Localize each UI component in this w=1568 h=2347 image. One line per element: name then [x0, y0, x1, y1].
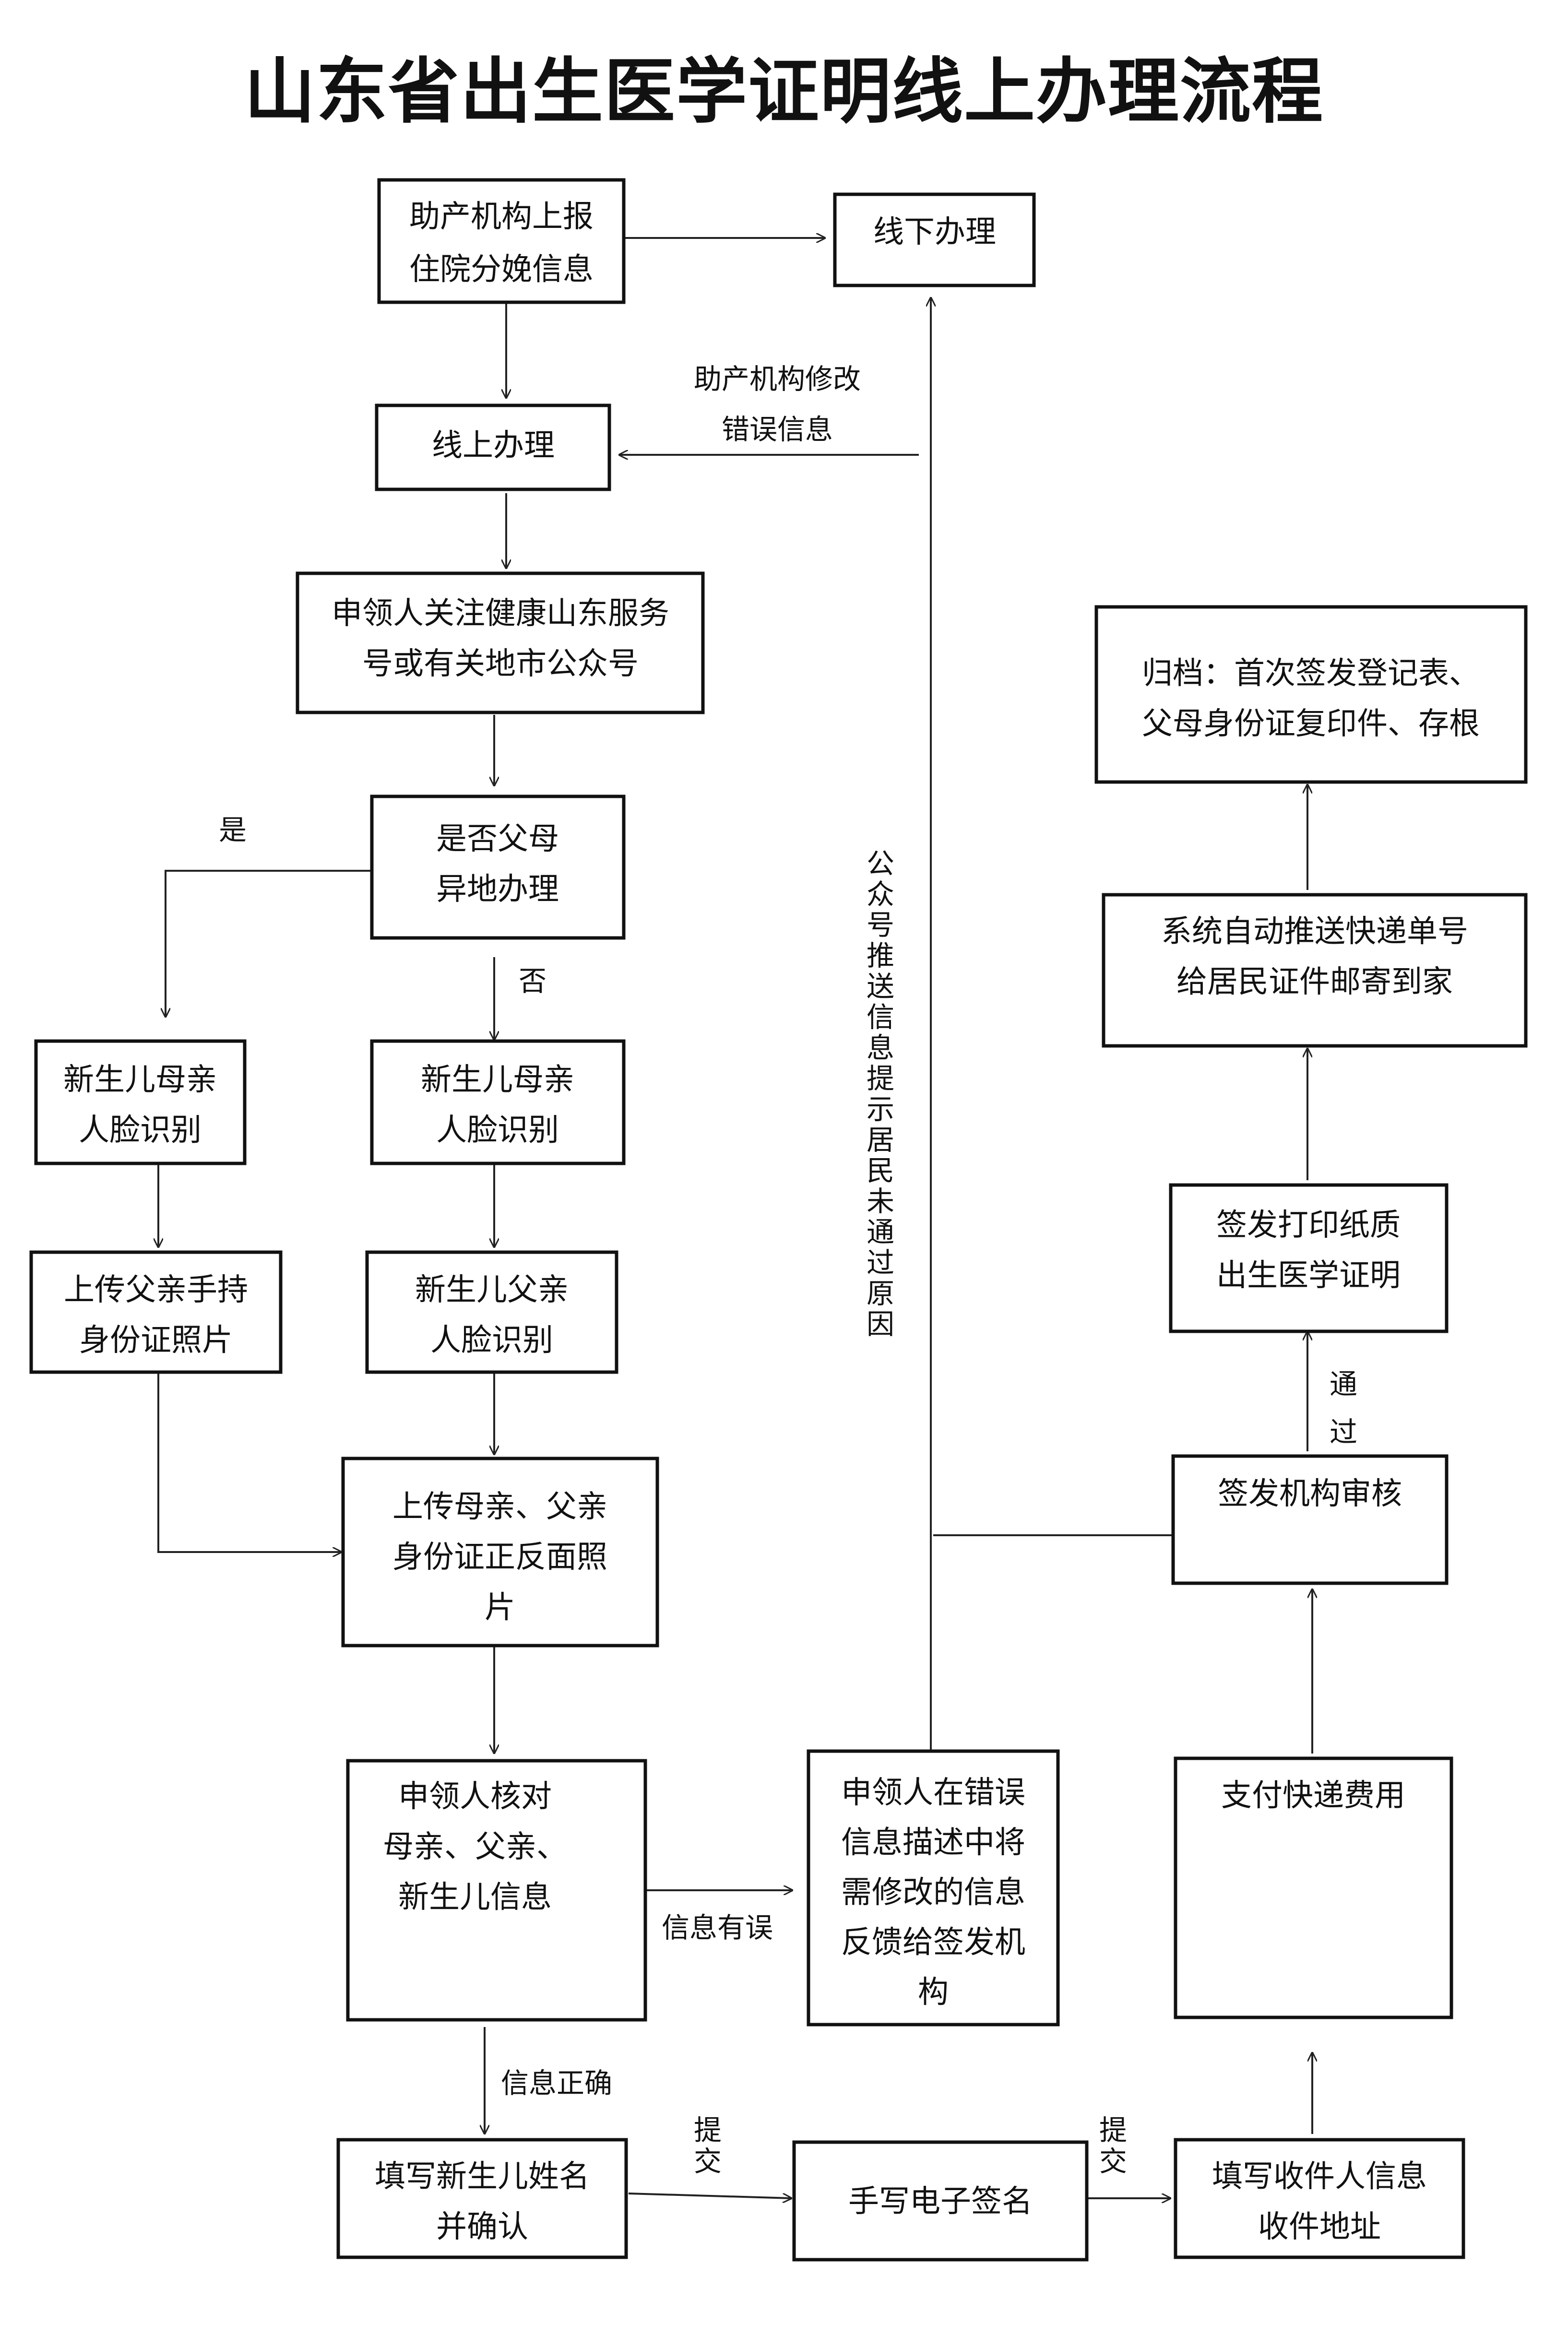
node-upload-father: 上传父亲手持 身份证照片	[29, 1250, 283, 1374]
node-follow: 申领人关注健康山东服务 号或有关地市公众号	[296, 571, 705, 714]
node-print: 签发打印纸质 出生医学证明	[1169, 1183, 1449, 1333]
push-label-char: 息	[867, 1031, 894, 1064]
node-address: 填写收件人信息 收件地址	[1174, 2138, 1465, 2259]
node-text: 反馈给签发机	[841, 1925, 1025, 1960]
push-label-char: 送	[867, 970, 894, 1003]
label-info-correct: 信息正确	[501, 2067, 612, 2099]
push-label-char: 提	[867, 1062, 894, 1095]
push-label-char: 号	[867, 909, 894, 941]
node-text: 出生医学证明	[1216, 1258, 1401, 1293]
node-text: 构	[918, 1975, 949, 2010]
edge-label: 错误信息	[722, 413, 833, 446]
node-text: 新生儿母亲	[421, 1062, 574, 1098]
node-text: 签发打印纸质	[1216, 1208, 1401, 1243]
edge-label: 助产机构修改	[694, 363, 861, 395]
arrow-fill-signature	[628, 2193, 792, 2198]
node-text: 片	[485, 1590, 515, 1625]
node-text: 上传母亲、父亲	[392, 1489, 607, 1525]
edge-label: 提	[1099, 2114, 1127, 2146]
arrow-upload-ids	[157, 1372, 342, 1552]
node-online: 线上办理	[375, 403, 611, 491]
node-text: 人脸识别	[430, 1323, 553, 1358]
node-text: 并确认	[436, 2209, 528, 2245]
push-label-char: 信	[867, 1001, 894, 1033]
node-text: 父母身份证复印件、存根	[1142, 706, 1480, 742]
label-submit-1: 提 交	[694, 2114, 722, 2178]
node-face-mother-no: 新生儿母亲 人脸识别	[370, 1039, 626, 1165]
node-text: 异地办理	[436, 872, 559, 907]
label-info-wrong: 信息有误	[662, 1911, 773, 1944]
node-text: 信息描述中将	[841, 1825, 1025, 1861]
node-text: 上传父亲手持	[64, 1272, 248, 1308]
node-text: 收件地址	[1258, 2209, 1381, 2245]
label-yes: 是	[219, 814, 247, 846]
node-review: 签发机构审核	[1171, 1454, 1449, 1585]
push-label-char: 通	[867, 1216, 894, 1248]
node-text: 给居民证件邮寄到家	[1176, 964, 1453, 1000]
node-archive: 归档：首次签发登记表、 父母身份证复印件、存根	[1094, 605, 1528, 784]
node-text: 新生儿父亲	[415, 1272, 569, 1308]
node-text: 新生儿母亲	[63, 1062, 217, 1098]
node-remote: 是否父母 异地办理	[370, 794, 626, 940]
node-report: 助产机构上报 住院分娩信息	[377, 178, 626, 304]
node-text: 身份证照片	[79, 1323, 233, 1358]
node-text: 归档：首次签发登记表、	[1142, 656, 1480, 691]
edge-label: 提	[694, 2114, 722, 2146]
edge-label: 交	[694, 2145, 722, 2178]
node-text: 是否父母	[436, 821, 559, 857]
push-label-char: 因	[867, 1308, 894, 1340]
push-label-char: 民	[867, 1154, 894, 1187]
label-no: 否	[519, 965, 546, 997]
push-label-char: 推	[867, 939, 894, 972]
node-text: 支付快递费用	[1221, 1778, 1405, 1814]
node-feedback: 申领人在错误 信息描述中将 需修改的信息 反馈给签发机 构	[807, 1749, 1060, 2027]
node-upload-ids: 上传母亲、父亲 身份证正反面照 片	[341, 1457, 659, 1648]
node-text: 填写收件人信息	[1212, 2159, 1427, 2194]
node-text: 申领人在错误	[841, 1775, 1025, 1811]
label-modify: 助产机构修改 错误信息	[694, 363, 861, 446]
node-fill-name: 填写新生儿姓名 并确认	[336, 2138, 628, 2259]
node-signature: 手写电子签名	[792, 2140, 1089, 2262]
edge-label: 过	[1330, 1416, 1357, 1448]
node-text: 手写电子签名	[848, 2184, 1033, 2219]
node-face-father: 新生儿父亲 人脸识别	[365, 1250, 618, 1374]
node-text: 母亲、父亲、	[383, 1829, 567, 1865]
node-face-mother-yes: 新生儿母亲 人脸识别	[34, 1039, 247, 1165]
node-text: 系统自动推送快递单号	[1161, 914, 1468, 949]
push-label-char: 过	[867, 1246, 894, 1279]
page-title: 山东省出生医学证明线上办理流程	[244, 49, 1324, 133]
node-offline: 线下办理	[833, 192, 1036, 287]
connectors	[158, 238, 1312, 2198]
node-text: 线下办理	[873, 214, 996, 250]
edge-label: 交	[1099, 2145, 1127, 2178]
node-text: 人脸识别	[436, 1113, 559, 1148]
node-text: 身份证正反面照	[392, 1540, 607, 1575]
node-text: 线上办理	[432, 428, 555, 463]
node-express: 系统自动推送快递单号 给居民证件邮寄到家	[1102, 893, 1528, 1048]
node-verify: 申领人核对 母亲、父亲、 新生儿信息	[346, 1759, 647, 2022]
label-passed: 通 过	[1330, 1368, 1357, 1448]
arrow-remote-yes	[166, 870, 372, 1017]
node-text: 号或有关地市公众号	[362, 646, 639, 682]
node-text: 申领人关注健康山东服务	[332, 596, 669, 631]
node-text: 需修改的信息	[841, 1875, 1025, 1910]
push-label-char: 未	[867, 1185, 894, 1218]
node-text: 助产机构上报	[409, 199, 594, 235]
node-text: 新生儿信息	[398, 1880, 552, 1915]
node-text: 人脸识别	[79, 1113, 202, 1148]
push-label-char: 众	[867, 878, 894, 911]
push-label-char: 公	[867, 847, 894, 880]
node-pay: 支付快递费用	[1174, 1756, 1453, 2019]
edge-label: 通	[1330, 1368, 1357, 1400]
node-text: 申领人核对	[398, 1779, 552, 1814]
push-label-char: 原	[867, 1277, 894, 1310]
push-label-char: 示	[867, 1093, 894, 1126]
node-text: 填写新生儿姓名	[375, 2159, 590, 2194]
node-text: 签发机构审核	[1218, 1476, 1402, 1512]
label-submit-2: 提 交	[1099, 2114, 1127, 2178]
push-label-char: 居	[867, 1124, 894, 1156]
node-text: 住院分娩信息	[409, 252, 594, 287]
